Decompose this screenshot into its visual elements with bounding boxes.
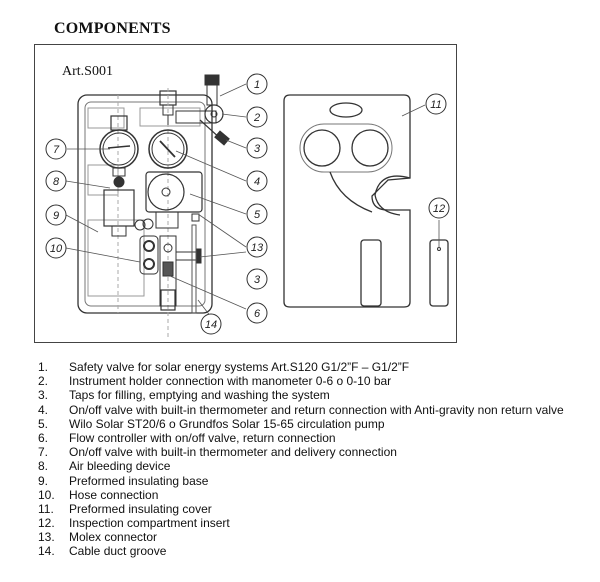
list-item: 3. Taps for filling, emptying and washing… [38, 388, 564, 402]
item-text: Air bleeding device [69, 459, 171, 474]
item-text: Preformed insulating base [69, 473, 209, 488]
callout-6: 6 [246, 302, 268, 324]
callouts: 1 2 3 4 5 13 3 6 14 7 8 9 10 11 12 [45, 73, 450, 335]
svg-text:9: 9 [53, 210, 59, 222]
svg-text:5: 5 [254, 209, 261, 221]
item-number: 14. [38, 544, 55, 559]
inspection-insert-drawing [429, 239, 449, 307]
item-text: Safety valve for solar energy systems Ar… [69, 360, 410, 374]
item-text: Cable duct groove [69, 544, 167, 559]
item-text: Molex connector [69, 530, 158, 545]
item-text: Instrument holder connection with manome… [69, 374, 392, 389]
item-text: Inspection compartment insert [69, 516, 230, 531]
flow-controller-drawing [139, 224, 202, 314]
svg-text:3: 3 [254, 143, 261, 155]
list-item: 6. Flow controller with on/off valve, ret… [38, 431, 564, 445]
callout-7: 7 [45, 138, 67, 160]
item-number: 9. [38, 473, 49, 488]
list-item: 7. On/off valve with built-in thermometer… [38, 445, 564, 459]
list-item: 12. Inspection compartment insert [38, 516, 564, 530]
item-number: 8. [38, 459, 49, 474]
item-text: On/off valve with built-in thermometer a… [69, 445, 397, 460]
article-code: Art.S001 [62, 64, 113, 79]
left-thermometer-valve-drawing [99, 115, 146, 237]
list-item: 8. Air bleeding device [38, 459, 564, 473]
item-number: 13. [38, 530, 55, 545]
callout-11: 11 [425, 93, 447, 115]
item-number: 10. [38, 487, 55, 502]
list-item: 13. Molex connector [38, 530, 564, 544]
svg-text:10: 10 [50, 243, 63, 255]
svg-text:7: 7 [53, 144, 60, 156]
item-number: 4. [38, 402, 49, 417]
callout-13: 13 [246, 236, 268, 258]
callout-1: 1 [246, 73, 268, 95]
item-text: Wilo Solar ST20/6 o Grundfos Solar 15-65… [69, 416, 385, 431]
item-number: 3. [38, 388, 49, 403]
components-list: 1. Safety valve for solar energy systems … [38, 360, 564, 559]
svg-text:4: 4 [254, 176, 260, 188]
callout-3b: 3 [246, 268, 268, 290]
callout-3a: 3 [246, 137, 268, 159]
right-thermometer-valve-drawing [148, 88, 217, 340]
callout-2: 2 [246, 106, 268, 128]
item-number: 2. [38, 374, 49, 389]
svg-text:14: 14 [205, 319, 217, 331]
svg-text:1: 1 [254, 79, 260, 91]
insulating-base-drawing [77, 94, 213, 314]
list-item: 14. Cable duct groove [38, 544, 564, 558]
item-text: Flow controller with on/off valve, retur… [69, 430, 336, 445]
figure-frame [34, 44, 457, 343]
item-number: 12. [38, 516, 55, 531]
item-number: 1. [38, 360, 49, 374]
item-number: 6. [38, 430, 49, 445]
svg-text:11: 11 [430, 99, 441, 111]
list-item: 4. On/off valve with built-in thermometer… [38, 403, 564, 417]
callout-14: 14 [200, 313, 222, 335]
circulation-pump-drawing [142, 171, 203, 230]
callout-8: 8 [45, 170, 67, 192]
section-heading: COMPONENTS [54, 20, 171, 37]
leader-lines [65, 83, 440, 318]
item-number: 5. [38, 416, 49, 431]
svg-text:8: 8 [53, 176, 60, 188]
svg-text:2: 2 [253, 112, 260, 124]
list-item: 11. Preformed insulating cover [38, 502, 564, 516]
svg-text:13: 13 [251, 242, 264, 254]
callout-12: 12 [428, 197, 450, 219]
callout-9: 9 [45, 204, 67, 226]
list-item: 1. Safety valve for solar energy systems … [38, 360, 564, 374]
list-item: 9. Preformed insulating base [38, 474, 564, 488]
item-text: Taps for filling, emptying and washing t… [69, 388, 330, 403]
item-text: Hose connection [69, 487, 159, 502]
svg-text:3: 3 [254, 274, 261, 286]
insulating-cover-drawing [283, 94, 411, 308]
list-item: 2. Instrument holder connection with mano… [38, 374, 564, 388]
safety-valve-drawing [199, 74, 230, 146]
item-text: Preformed insulating cover [69, 501, 212, 516]
svg-text:6: 6 [254, 308, 261, 320]
callout-10: 10 [45, 237, 67, 259]
callout-4: 4 [246, 170, 268, 192]
svg-text:12: 12 [433, 203, 445, 215]
list-item: 10. Hose connection [38, 488, 564, 502]
list-item: 5. Wilo Solar ST20/6 o Grundfos Solar 15-… [38, 417, 564, 431]
item-number: 11. [38, 501, 54, 516]
callout-5: 5 [246, 203, 268, 225]
item-text: On/off valve with built-in thermometer a… [69, 402, 564, 417]
components-diagram: 1 2 3 4 5 13 3 6 14 7 8 9 10 11 12 [45, 73, 450, 340]
item-number: 7. [38, 445, 49, 460]
